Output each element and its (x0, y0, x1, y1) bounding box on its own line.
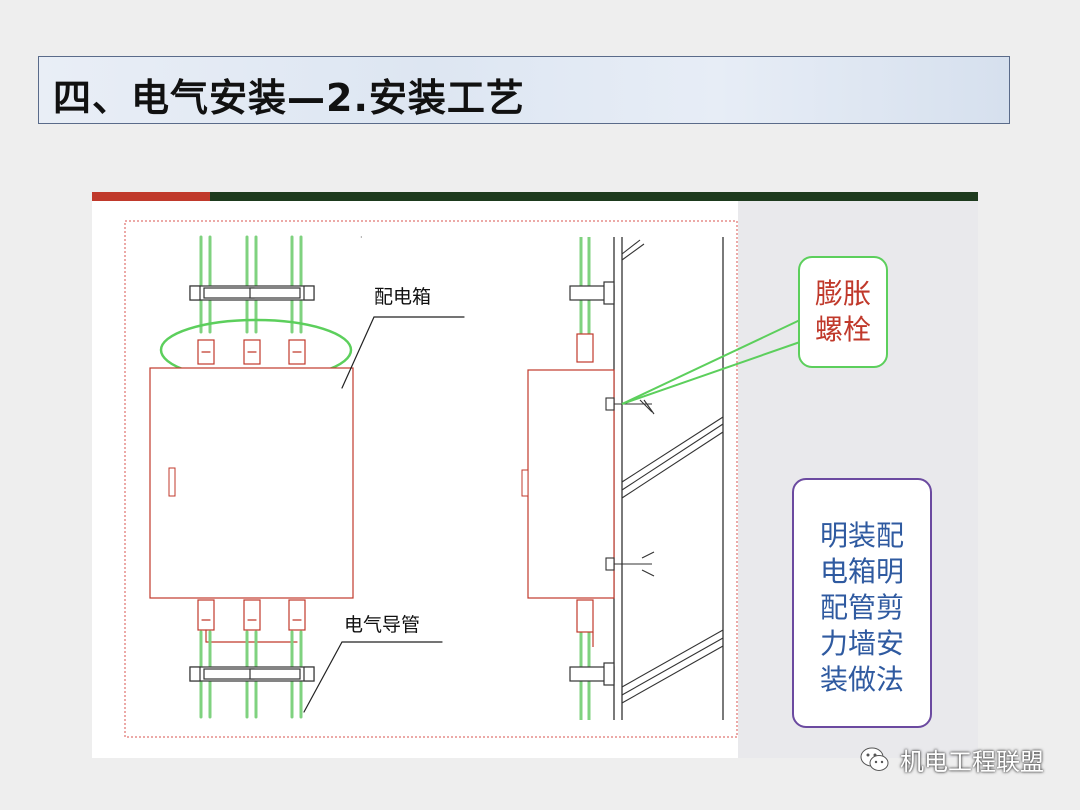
distribution-box-side (527, 369, 615, 599)
installation-drawing: · (124, 220, 801, 738)
expansion-bolt-line2: 螺栓 (814, 313, 871, 346)
method-line-3: 配管剪 (819, 591, 904, 624)
front-fittings-bottom (197, 599, 306, 643)
front-fittings-top (197, 339, 306, 365)
slide-top-bar (92, 192, 978, 201)
side-box-handle (521, 469, 529, 497)
distribution-box-label: 配电箱 (374, 286, 432, 308)
side-fittings (576, 333, 594, 647)
box-handle (168, 467, 176, 497)
method-line-1: 明装配 (819, 519, 904, 552)
method-line-5: 装做法 (819, 663, 904, 696)
distribution-box-front (149, 367, 354, 599)
wechat-icon (860, 747, 889, 771)
electrical-conduit-label: 电气导管 (344, 614, 421, 636)
watermark-text: 机电工程联盟 (900, 748, 1044, 776)
bolt-callout-pointer (621, 319, 801, 405)
expansion-bolts (605, 397, 655, 577)
side-view (521, 237, 801, 720)
slide-top-bar-accent (92, 192, 210, 201)
front-bracket-bottom (189, 666, 315, 682)
slide-title: 四、电气安装—2.安装工艺 (53, 76, 525, 120)
front-view: · (149, 233, 465, 719)
wall-hatch (621, 239, 724, 704)
diagram-slide: · (92, 192, 978, 758)
expansion-bolt-callout: 膨胀 螺栓 (798, 256, 888, 368)
slide-title-bar: 四、电气安装—2.安装工艺 (38, 56, 1010, 124)
front-conduits-top (199, 235, 303, 334)
leader-lines (303, 316, 465, 713)
watermark: 机电工程联盟 (860, 742, 1044, 777)
svg-text:·: · (360, 233, 363, 242)
front-bracket-top (189, 285, 315, 301)
side-brackets (569, 281, 615, 686)
method-line-4: 力墙安 (819, 627, 904, 660)
method-line-2: 电箱明 (819, 555, 904, 588)
method-callout: 明装配 电箱明 配管剪 力墙安 装做法 (792, 478, 932, 728)
expansion-bolt-line1: 膨胀 (814, 277, 871, 310)
drawing-frame (124, 220, 738, 738)
